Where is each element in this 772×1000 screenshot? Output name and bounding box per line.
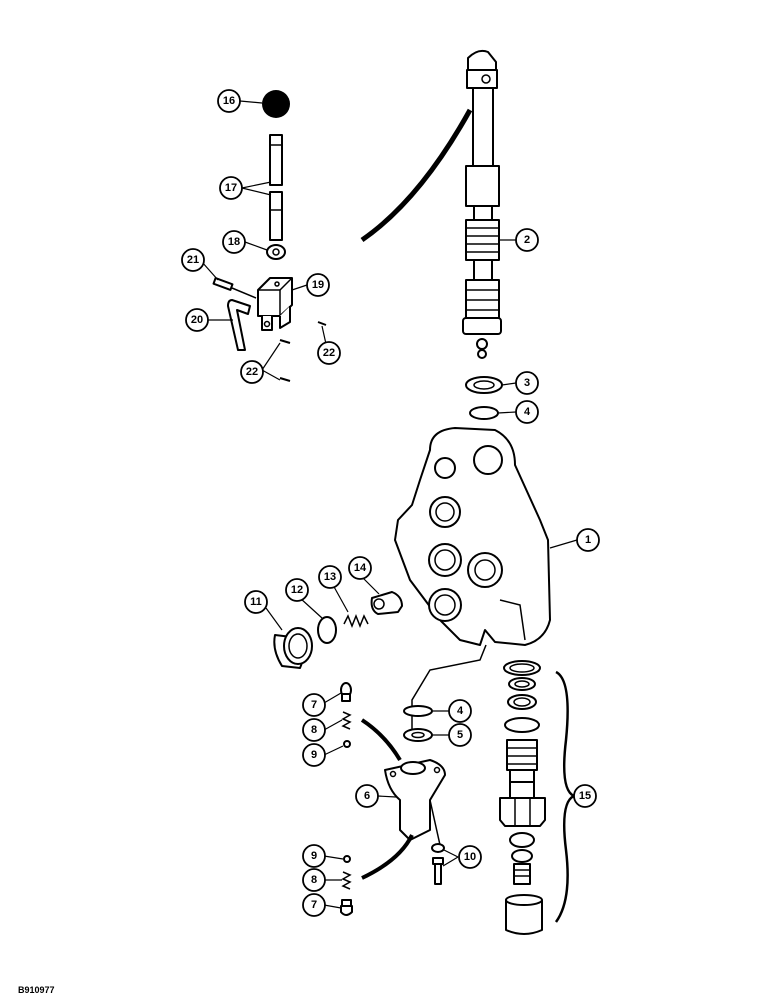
o-ring-upper: [469, 406, 499, 420]
callout-9-lower: 9: [302, 844, 326, 868]
svg-text:20: 20: [191, 314, 203, 326]
callout-18: 18: [222, 230, 246, 254]
callout-17: 17: [219, 176, 243, 200]
svg-text:1: 1: [585, 534, 591, 546]
svg-text:8: 8: [311, 724, 317, 736]
pivot-pin: [212, 277, 257, 299]
relief-plug-upper: [340, 682, 352, 702]
relief-housing: [384, 759, 446, 846]
svg-text:16: 16: [223, 95, 235, 107]
relief-plug-lower: [340, 899, 353, 916]
svg-text:17: 17: [225, 182, 237, 194]
callout-4-lower: 4: [448, 699, 472, 723]
svg-text:19: 19: [312, 279, 324, 291]
cotter-pin-a: [317, 321, 327, 326]
relief-spring-lower: [341, 871, 352, 890]
svg-text:5: 5: [457, 729, 463, 741]
callout-1: 1: [576, 528, 600, 552]
spool-seal: [465, 376, 503, 394]
svg-text:3: 3: [524, 377, 530, 389]
lever-knob: [262, 90, 290, 118]
callout-13: 13: [318, 565, 342, 589]
callout-12: 12: [285, 578, 309, 602]
clevis-link: [227, 299, 251, 351]
svg-text:4: 4: [457, 705, 464, 717]
svg-text:7: 7: [311, 899, 317, 911]
lever-bracket: [257, 277, 293, 331]
callout-16: 16: [217, 89, 241, 113]
svg-text:22: 22: [323, 347, 335, 359]
svg-text:2: 2: [524, 234, 530, 246]
callout-21: 21: [181, 248, 205, 272]
relief-cartridge: [499, 660, 546, 935]
jam-nut: [266, 244, 286, 260]
callout-8-lower: 8: [302, 868, 326, 892]
cotter-pin-b: [279, 339, 291, 344]
svg-text:18: 18: [228, 236, 240, 248]
screw-washer: [431, 843, 445, 853]
svg-text:22: 22: [246, 366, 258, 378]
svg-text:21: 21: [187, 254, 199, 266]
callout-7-lower: 7: [302, 893, 326, 917]
svg-text:8: 8: [311, 874, 317, 886]
check-spring: [343, 613, 369, 629]
callout-10: 10: [458, 845, 482, 869]
callout-4-upper: 4: [515, 400, 539, 424]
figure-id: B910977: [18, 985, 55, 995]
svg-text:9: 9: [311, 850, 317, 862]
relief-ball-lower: [343, 855, 351, 863]
port-plug: [273, 627, 313, 669]
svg-text:12: 12: [291, 584, 303, 596]
relief-ball-upper: [343, 740, 351, 748]
svg-text:13: 13: [324, 571, 336, 583]
o-ring-lower: [403, 705, 433, 717]
relief-leader-curve: [360, 718, 402, 762]
callout-2: 2: [515, 228, 539, 252]
callout-22-right: 22: [317, 341, 341, 365]
callout-5: 5: [448, 723, 472, 747]
spool-leader-curve: [360, 108, 473, 243]
lever-rod: [269, 134, 283, 241]
relief-leader-curve-lower: [361, 834, 414, 880]
body-leader-line: [411, 644, 487, 730]
cotter-pin-c: [279, 377, 291, 382]
spool: [462, 49, 502, 359]
cartridge-brace: [554, 670, 578, 923]
plug-o-ring: [317, 616, 337, 644]
cap-screw: [432, 857, 444, 885]
svg-text:4: 4: [524, 406, 531, 418]
callout-14: 14: [348, 556, 372, 580]
svg-text:9: 9: [311, 749, 317, 761]
callout-3: 3: [515, 371, 539, 395]
svg-text:14: 14: [354, 562, 367, 574]
check-poppet: [370, 591, 403, 615]
relief-spring-upper: [341, 711, 352, 730]
callout-20: 20: [185, 308, 209, 332]
svg-text:10: 10: [464, 851, 476, 863]
callout-22-left: 22: [240, 360, 264, 384]
svg-text:15: 15: [579, 790, 591, 802]
leader-lines: [201, 100, 578, 909]
callout-11: 11: [244, 590, 268, 614]
callout-9-upper: 9: [302, 743, 326, 767]
callout-15: 15: [573, 784, 597, 808]
callout-6: 6: [355, 784, 379, 808]
lower-seal: [403, 728, 433, 742]
svg-text:7: 7: [311, 699, 317, 711]
callout-19: 19: [306, 273, 330, 297]
callout-8-upper: 8: [302, 718, 326, 742]
valve-body: [394, 427, 551, 646]
svg-text:11: 11: [250, 596, 262, 608]
callout-7-upper: 7: [302, 693, 326, 717]
svg-text:6: 6: [364, 790, 370, 802]
